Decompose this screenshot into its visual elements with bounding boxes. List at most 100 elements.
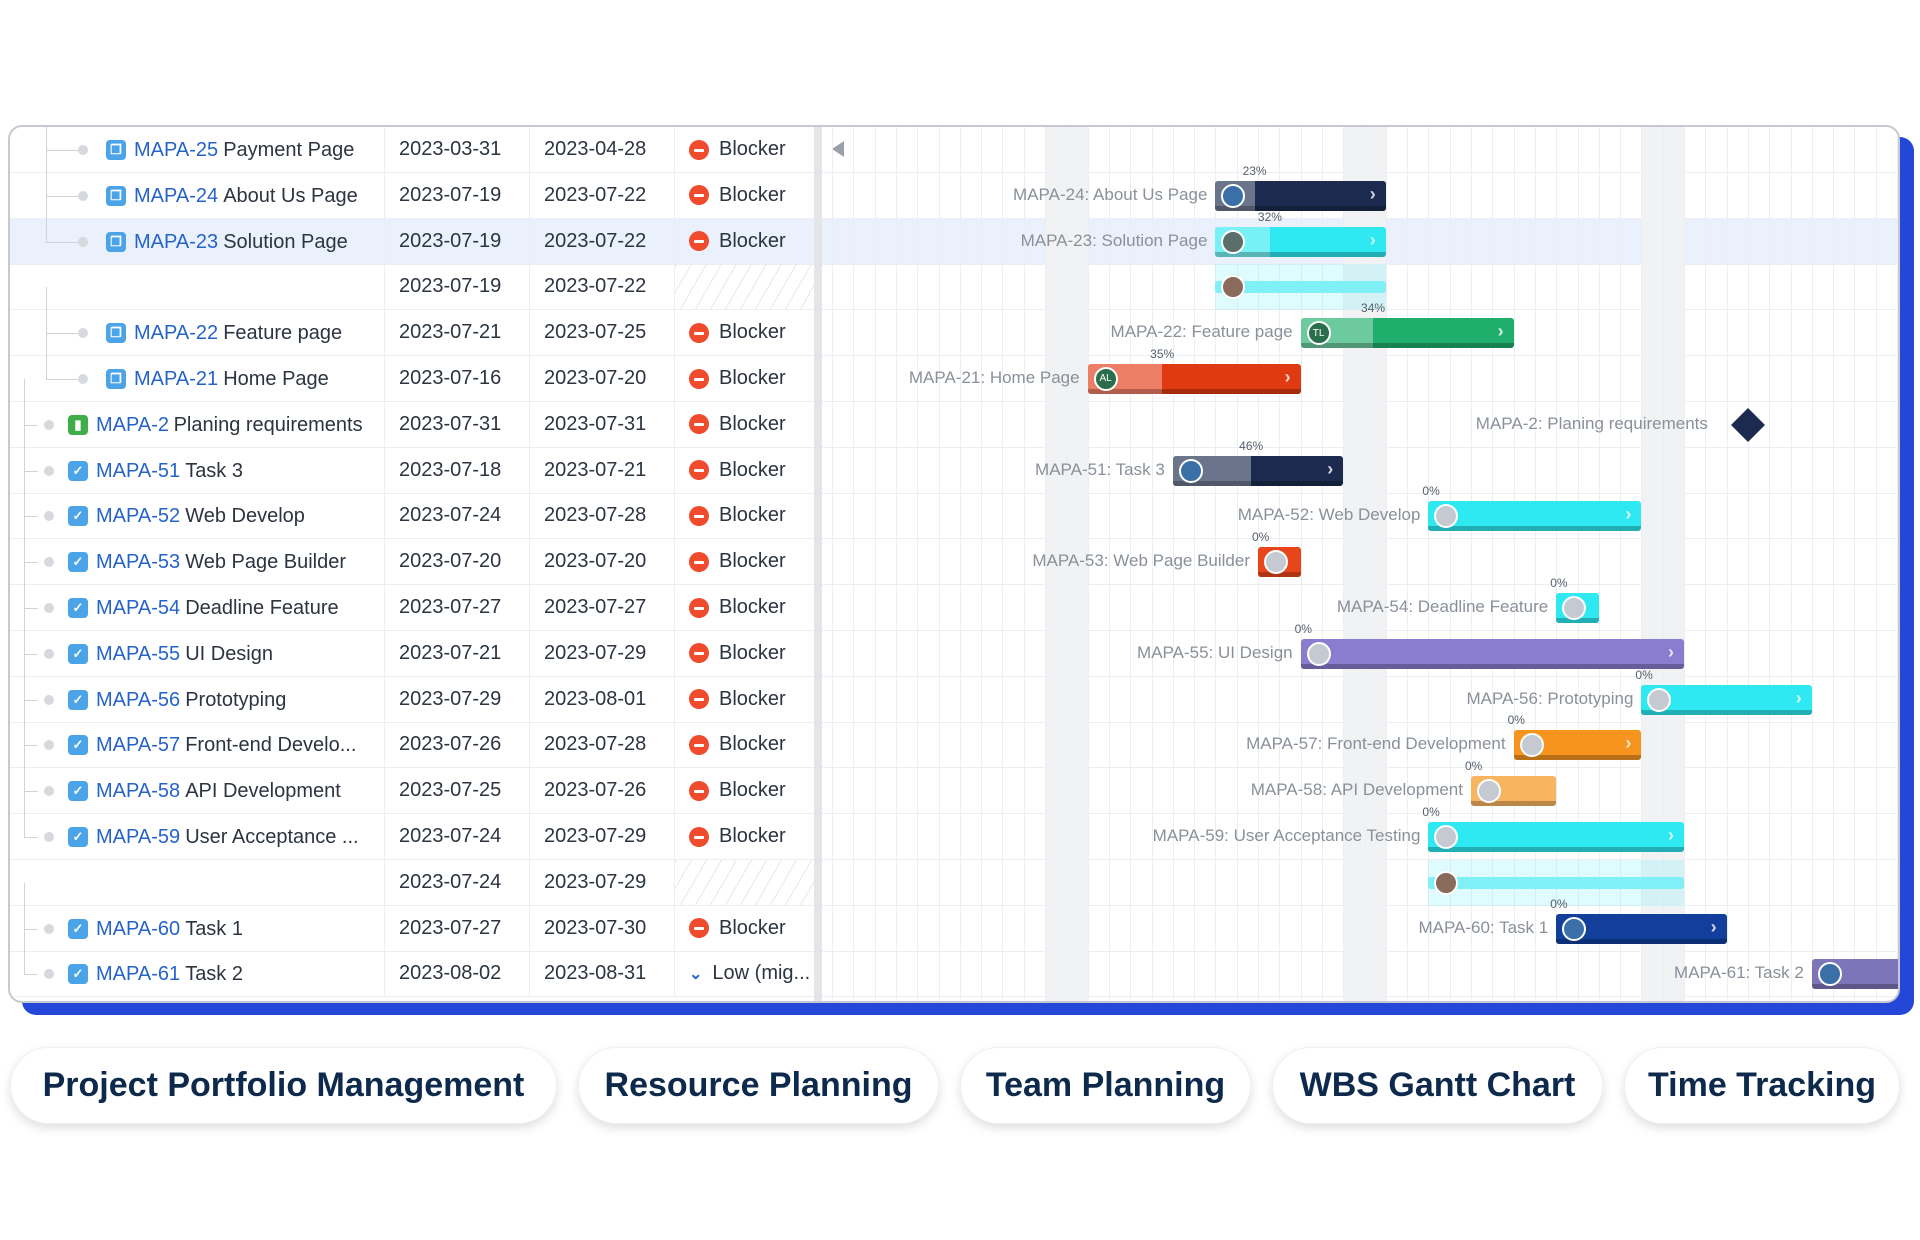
button-resource-planning[interactable]: Resource Planning xyxy=(578,1047,939,1124)
issue-summary: Task 1 xyxy=(185,917,243,940)
tree-line xyxy=(24,837,38,838)
tree-node-dot xyxy=(78,236,88,247)
issue-key-link[interactable]: MAPA-56 xyxy=(96,688,181,711)
start-date: 2023-07-27 xyxy=(399,596,502,618)
tree-line xyxy=(46,149,47,196)
issue-key-link[interactable]: MAPA-23 xyxy=(134,230,219,253)
expand-chevron-icon[interactable]: › xyxy=(1284,366,1291,387)
AL-avatar: AL xyxy=(1093,366,1118,391)
expand-chevron-icon[interactable]: › xyxy=(1327,458,1334,479)
grid-line xyxy=(1215,127,1217,1001)
gantt-bar[interactable]: › xyxy=(1556,913,1727,944)
gantt-bar[interactable] xyxy=(1556,592,1599,623)
expand-chevron-icon[interactable]: › xyxy=(1795,687,1802,708)
scroll-left-arrow-icon[interactable] xyxy=(832,141,844,157)
gantt-bar[interactable]: › xyxy=(1811,959,1898,990)
grid-line xyxy=(1897,127,1898,1001)
gantt-bar[interactable]: › xyxy=(1428,821,1684,852)
issue-key-link[interactable]: MAPA-51 xyxy=(96,459,181,482)
expand-chevron-icon[interactable]: › xyxy=(1710,916,1717,937)
issue-key-link[interactable]: MAPA-55 xyxy=(96,642,181,665)
issue-key-link[interactable]: MAPA-21 xyxy=(134,368,219,390)
due-date-cell: 2023-08-31 xyxy=(530,951,675,997)
start-date-cell: 2023-07-24 xyxy=(385,859,530,905)
gantt-bar[interactable]: › xyxy=(1513,730,1642,761)
gantt-bar[interactable]: › xyxy=(1641,684,1812,715)
expand-chevron-icon[interactable]: › xyxy=(1369,229,1376,250)
priority-cell: Blocker xyxy=(675,356,815,401)
tree-node-dot xyxy=(44,511,54,522)
issue-key-link[interactable]: MAPA-61 xyxy=(96,963,181,986)
issue-key-link[interactable]: MAPA-25 xyxy=(134,139,219,161)
gantt-bar[interactable]: › AL xyxy=(1087,363,1301,394)
blocker-priority-icon xyxy=(689,918,709,939)
button-team-planning[interactable]: Team Planning xyxy=(960,1047,1251,1124)
milestone-diamond[interactable] xyxy=(1730,407,1765,442)
tree-line xyxy=(24,470,25,517)
issue-key-link[interactable]: MAPA-53 xyxy=(96,551,181,574)
gantt-bar[interactable]: › xyxy=(1172,455,1344,486)
due-date-cell: 2023-07-22 xyxy=(530,172,675,218)
gantt-subbar[interactable] xyxy=(1428,876,1684,889)
issue-key-link[interactable]: MAPA-24 xyxy=(134,184,219,207)
gantt-bar[interactable] xyxy=(1471,776,1557,807)
tree-cell xyxy=(10,264,385,310)
gantt-bar[interactable] xyxy=(1258,547,1301,578)
due-date-cell: 2023-07-31 xyxy=(530,401,675,447)
priority-cell: Blocker xyxy=(675,768,815,813)
gantt-bar[interactable]: › xyxy=(1428,501,1642,532)
issue-key-link[interactable]: MAPA-54 xyxy=(96,597,181,619)
gantt-bar[interactable]: › xyxy=(1215,180,1386,211)
grid-line xyxy=(1534,127,1536,1001)
priority-label: Blocker xyxy=(719,367,786,389)
gantt-bar[interactable]: › xyxy=(1215,226,1386,257)
bar-label: MAPA-21: Home Page xyxy=(908,367,1080,387)
bar-label: MAPA-54: Deadline Feature xyxy=(1336,596,1549,616)
issue-key-link[interactable]: MAPA-22 xyxy=(134,322,219,345)
gantt-bar[interactable]: › xyxy=(1300,638,1684,669)
button-time-tracking[interactable]: Time Tracking xyxy=(1624,1047,1900,1124)
progress-label: 0% xyxy=(1635,667,1653,682)
subtask-icon: ❐ xyxy=(106,185,126,206)
panel-splitter[interactable] xyxy=(814,127,822,1001)
expand-chevron-icon[interactable]: › xyxy=(1497,321,1504,342)
expand-chevron-icon[interactable]: › xyxy=(1625,504,1632,525)
expand-chevron-icon[interactable]: › xyxy=(1369,183,1376,204)
expand-chevron-icon[interactable]: › xyxy=(1667,824,1674,845)
gantt-subbar[interactable] xyxy=(1215,281,1386,294)
issue-key-link[interactable]: MAPA-57 xyxy=(96,734,181,757)
issue-key-link[interactable]: MAPA-59 xyxy=(96,826,181,848)
issue-key-link[interactable]: MAPA-60 xyxy=(96,917,181,940)
issue-key-link[interactable]: MAPA-52 xyxy=(96,505,181,528)
expand-chevron-icon[interactable]: › xyxy=(1625,733,1632,754)
gantt-bar[interactable]: ›TL xyxy=(1300,318,1514,349)
expand-chevron-icon[interactable]: › xyxy=(1667,641,1674,662)
button-portfolio[interactable]: Project Portfolio Management xyxy=(10,1047,557,1124)
button-wbs-gantt[interactable]: WBS Gantt Chart xyxy=(1272,1047,1603,1124)
bar-baseline xyxy=(1215,251,1386,257)
task-icon: ✓ xyxy=(68,643,88,664)
issue-key-link[interactable]: MAPA-58 xyxy=(96,780,181,803)
issue-key-link[interactable]: MAPA-2 xyxy=(96,413,169,436)
due-date: 2023-07-28 xyxy=(544,733,647,756)
